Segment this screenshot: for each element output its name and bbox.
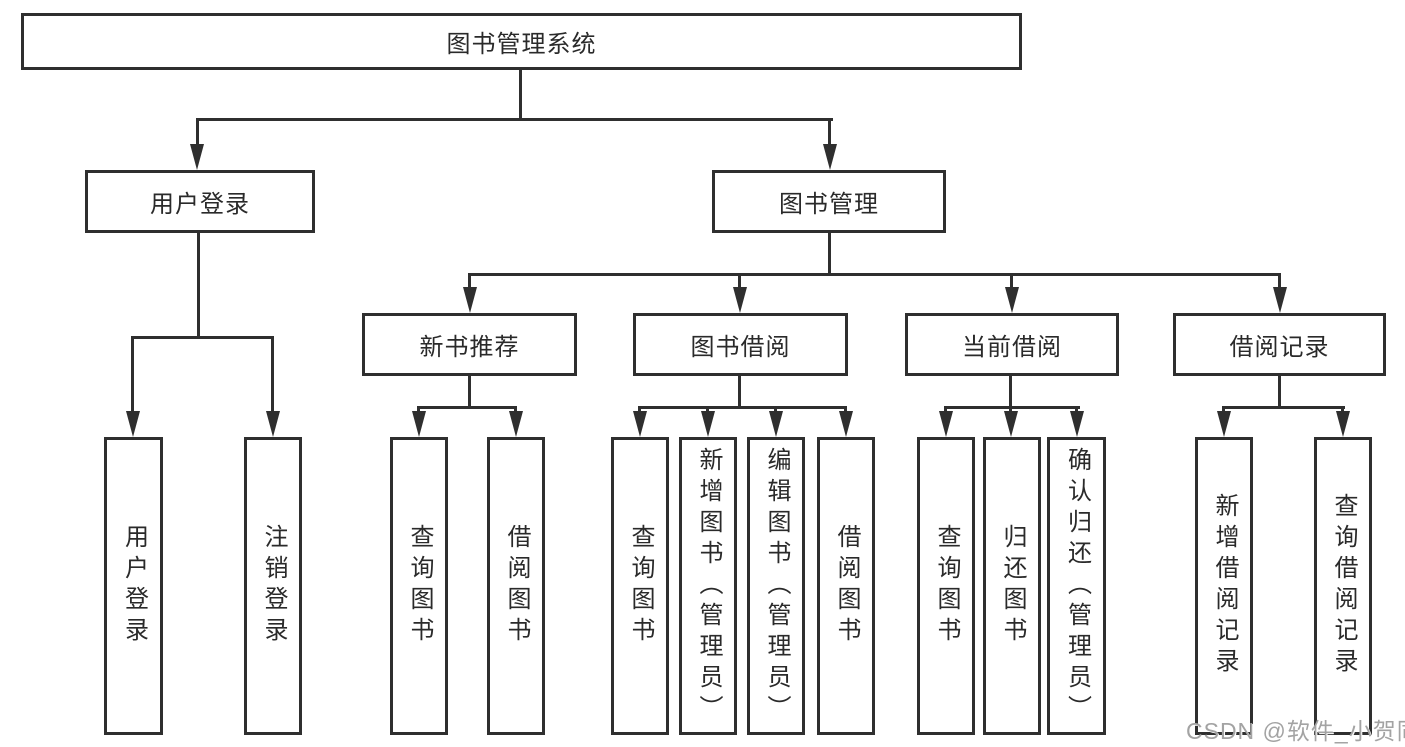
arrow-down-icon bbox=[701, 411, 715, 437]
leaf-borrow-books-2-label: 借阅图书 bbox=[833, 524, 860, 648]
connector-root-stem bbox=[519, 70, 522, 121]
connector-arrow-line bbox=[638, 406, 641, 414]
leaf-logout: 注销登录 bbox=[244, 437, 302, 735]
arrow-down-icon bbox=[126, 411, 140, 437]
arrow-down-icon bbox=[733, 287, 747, 313]
arrow-down-icon bbox=[190, 144, 204, 170]
connector-bookborrow-stem bbox=[738, 376, 741, 409]
connector-bookmgmt-stem bbox=[828, 230, 831, 276]
connector-arrow-line bbox=[514, 406, 517, 414]
arrow-down-icon bbox=[1217, 411, 1231, 437]
arrow-down-icon bbox=[1070, 411, 1084, 437]
arrow-down-icon bbox=[1336, 411, 1350, 437]
connector-bookborrow-hbar bbox=[638, 406, 847, 409]
connector-arrow-line bbox=[1075, 406, 1078, 414]
leaf-query-books-1-label: 查询图书 bbox=[406, 524, 433, 648]
connector-arrow-line bbox=[1010, 273, 1013, 291]
arrow-down-icon bbox=[412, 411, 426, 437]
connector-newbook-stem bbox=[468, 376, 471, 409]
leaf-confirm-return-admin-label: 确认归还（管理员） bbox=[1063, 446, 1091, 726]
arrow-down-icon bbox=[463, 287, 477, 313]
leaf-return-books-label: 归还图书 bbox=[999, 524, 1026, 648]
leaf-query-books-3-label: 查询图书 bbox=[933, 524, 960, 648]
arrow-down-icon bbox=[839, 411, 853, 437]
leaf-borrow-books-1: 借阅图书 bbox=[487, 437, 545, 735]
arrow-down-icon bbox=[769, 411, 783, 437]
leaf-edit-books-admin-label: 编辑图书（管理员） bbox=[763, 446, 790, 726]
leaf-add-borrow-record: 新增借阅记录 bbox=[1195, 437, 1253, 735]
connector-borrowrecords-hbar bbox=[1222, 406, 1345, 409]
connector-currentborrow-hbar bbox=[944, 406, 1080, 409]
connector-arrow-line bbox=[706, 406, 709, 414]
leaf-user-login: 用户登录 bbox=[104, 437, 163, 735]
connector-userlogin-hbar bbox=[131, 336, 274, 339]
leaf-query-borrow-record-label: 查询借阅记录 bbox=[1330, 493, 1357, 679]
node-book-borrow-label: 图书借阅 bbox=[690, 334, 791, 361]
node-book-management: 图书管理 bbox=[712, 170, 946, 233]
node-current-borrow: 当前借阅 bbox=[905, 313, 1119, 376]
node-root: 图书管理系统 bbox=[21, 13, 1022, 70]
connector-arrow-line bbox=[944, 406, 947, 414]
leaf-query-books-3: 查询图书 bbox=[917, 437, 975, 735]
arrow-down-icon bbox=[939, 411, 953, 437]
connector-arrow-line bbox=[738, 273, 741, 291]
connector-arrow-line bbox=[271, 336, 274, 414]
node-borrow-records: 借阅记录 bbox=[1173, 313, 1386, 376]
node-root-label: 图书管理系统 bbox=[446, 31, 597, 58]
arrow-down-icon bbox=[823, 144, 837, 170]
connector-arrow-line bbox=[1341, 406, 1344, 414]
connector-arrow-line bbox=[417, 406, 420, 414]
leaf-borrow-books-2: 借阅图书 bbox=[817, 437, 875, 735]
node-new-book-recommend: 新书推荐 bbox=[362, 313, 577, 376]
node-user-login: 用户登录 bbox=[85, 170, 315, 233]
connector-userlogin-stem bbox=[197, 232, 200, 339]
connector-borrowrecords-stem bbox=[1278, 376, 1281, 409]
arrow-down-icon bbox=[1273, 287, 1287, 313]
connector-arrow-line bbox=[196, 118, 199, 148]
leaf-edit-books-admin: 编辑图书（管理员） bbox=[747, 437, 805, 735]
arrow-down-icon bbox=[266, 411, 280, 437]
leaf-borrow-books-1-label: 借阅图书 bbox=[503, 524, 530, 648]
csdn-watermark: CSDN @软件_小贺同学 bbox=[1186, 718, 1405, 744]
arrow-down-icon bbox=[509, 411, 523, 437]
node-new-book-recommend-label: 新书推荐 bbox=[419, 334, 520, 361]
connector-arrow-line bbox=[828, 118, 831, 148]
node-current-borrow-label: 当前借阅 bbox=[962, 334, 1062, 361]
node-user-login-label: 用户登录 bbox=[150, 191, 250, 218]
leaf-query-borrow-record: 查询借阅记录 bbox=[1314, 437, 1372, 735]
connector-arrow-line bbox=[131, 336, 134, 414]
leaf-query-books-1: 查询图书 bbox=[390, 437, 448, 735]
leaf-user-login-label: 用户登录 bbox=[120, 524, 148, 648]
connector-arrow-line bbox=[1009, 406, 1012, 414]
arrow-down-icon bbox=[1004, 411, 1018, 437]
leaf-add-borrow-record-label: 新增借阅记录 bbox=[1211, 493, 1238, 679]
leaf-add-books-admin-label: 新增图书（管理员） bbox=[695, 446, 722, 726]
connector-arrow-line bbox=[774, 406, 777, 414]
connector-newbook-hbar bbox=[417, 406, 517, 409]
arrow-down-icon bbox=[633, 411, 647, 437]
connector-arrow-line bbox=[1222, 406, 1225, 414]
leaf-confirm-return-admin: 确认归还（管理员） bbox=[1047, 437, 1106, 735]
connector-bookmgmt-hbar bbox=[468, 273, 1281, 276]
node-book-management-label: 图书管理 bbox=[779, 191, 879, 218]
connector-arrow-line bbox=[844, 406, 847, 414]
connector-arrow-line bbox=[468, 273, 471, 291]
connector-currentborrow-stem bbox=[1009, 376, 1012, 409]
leaf-query-books-2-label: 查询图书 bbox=[627, 524, 654, 648]
leaf-add-books-admin: 新增图书（管理员） bbox=[679, 437, 737, 735]
connector-root-hbar bbox=[196, 118, 833, 121]
node-book-borrow: 图书借阅 bbox=[633, 313, 848, 376]
arrow-down-icon bbox=[1005, 287, 1019, 313]
leaf-logout-label: 注销登录 bbox=[260, 524, 287, 648]
leaf-return-books: 归还图书 bbox=[983, 437, 1041, 735]
connector-arrow-line bbox=[1278, 273, 1281, 291]
leaf-query-books-2: 查询图书 bbox=[611, 437, 669, 735]
node-borrow-records-label: 借阅记录 bbox=[1229, 334, 1330, 361]
